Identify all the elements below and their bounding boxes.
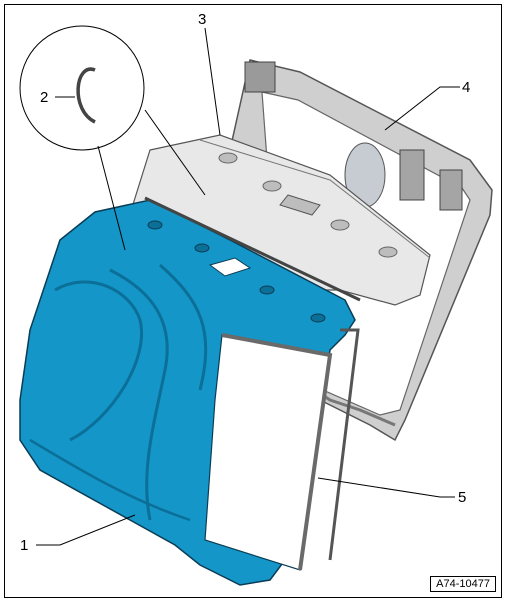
retaining-strip — [144, 196, 361, 561]
detail-magnifier — [19, 25, 206, 251]
callout-2: 2 — [40, 89, 49, 106]
reference-code: A74-10477 — [430, 576, 496, 592]
callout-4: 4 — [462, 79, 471, 96]
wire-clip-icon — [76, 67, 96, 124]
callout-3: 3 — [198, 11, 207, 28]
leader-lines — [36, 27, 460, 546]
leader-4 — [384, 86, 460, 131]
leader-3 — [204, 27, 221, 136]
leader-5 — [317, 477, 455, 498]
callout-5: 5 — [458, 489, 467, 506]
callout-1: 1 — [20, 537, 29, 554]
backrest-cushion — [19, 199, 356, 586]
leader-1 — [36, 514, 136, 546]
